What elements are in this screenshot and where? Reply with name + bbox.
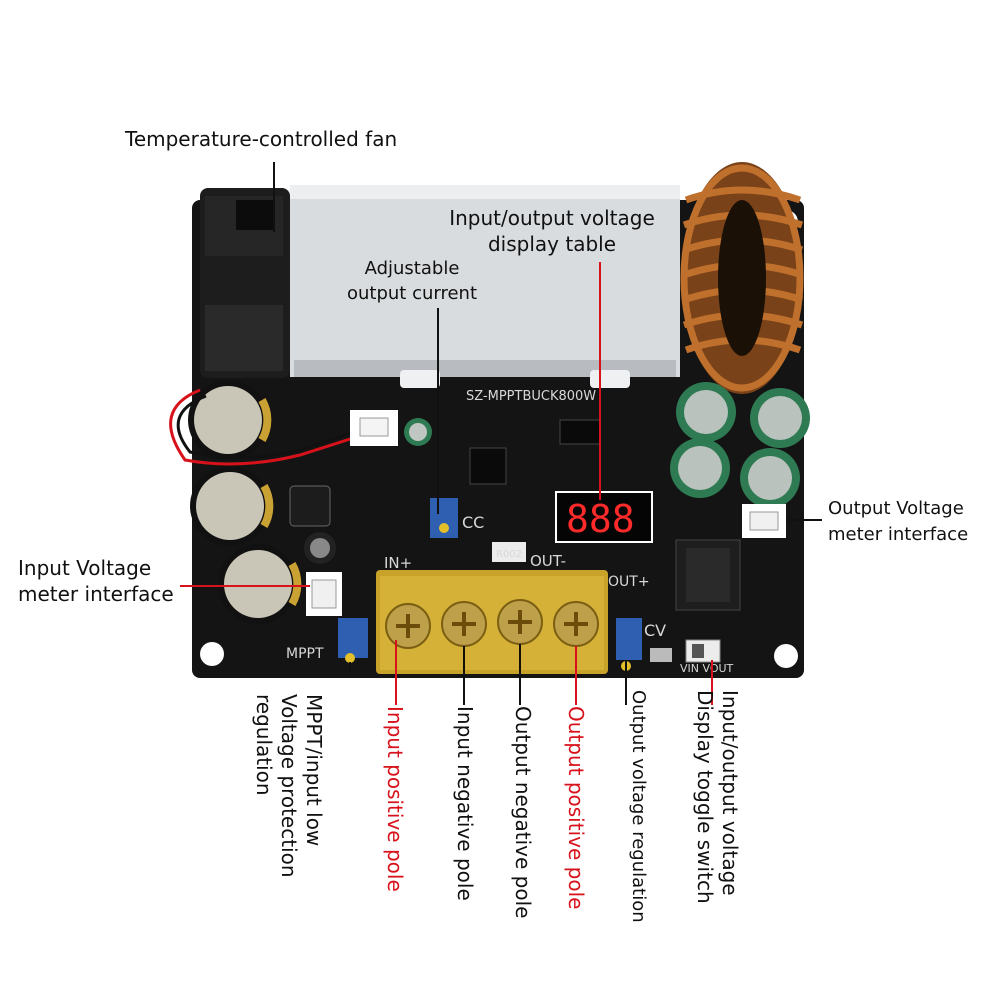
label-input-positive: Input positive pole — [383, 706, 407, 892]
output-capacitor — [676, 382, 736, 442]
label-output-meter: Output Voltage meter interface — [828, 496, 968, 548]
label-display-line1: Input/output voltage — [449, 206, 655, 230]
label-output-negative: Output negative pole — [511, 706, 535, 919]
input-capacitor — [218, 544, 302, 624]
input-capacitor — [190, 466, 274, 546]
label-mppt: MPPT/input low Voltage protection regula… — [246, 694, 326, 878]
out-plus-silkscreen: OUT+ — [608, 574, 650, 590]
label-output-positive: Output positive pole — [564, 706, 588, 910]
label-display-line2: display table — [487, 232, 617, 256]
led-digits: 888 — [566, 497, 635, 541]
label-mppt-line2: Voltage protection — [277, 694, 301, 878]
output-capacitor — [670, 438, 730, 498]
input-capacitor — [188, 380, 272, 460]
cv-silkscreen: CV — [644, 621, 666, 640]
label-input-meter-line2: meter interface — [18, 582, 174, 606]
label-input-negative: Input negative pole — [453, 706, 477, 901]
resistor-code: R002 — [496, 549, 522, 560]
label-input-meter-line1: Input Voltage — [18, 556, 152, 580]
mount-hole — [774, 644, 798, 668]
output-capacitor — [750, 388, 810, 448]
output-capacitor — [740, 448, 800, 508]
mount-hole — [200, 642, 224, 666]
label-current-line1: Adjustable — [364, 258, 460, 279]
label-current: Adjustable output current — [342, 256, 482, 306]
mppt-potentiometer — [338, 618, 368, 658]
fan-wire — [169, 388, 373, 466]
led-display — [555, 491, 653, 543]
label-mppt-line1: MPPT/input low — [302, 694, 326, 847]
in-silkscreen: IN+ — [384, 554, 412, 572]
label-mppt-line3: regulation — [252, 694, 276, 796]
model-silkscreen: SZ-MPPTBUCK800W — [466, 389, 596, 404]
label-output-meter-line1: Output Voltage — [828, 498, 964, 519]
vin-vout-silkscreen: VIN VOUT — [680, 662, 734, 675]
cc-silkscreen: CC — [462, 513, 484, 532]
label-toggle-line2: Display toggle switch — [693, 690, 717, 904]
label-current-line2: output current — [346, 283, 478, 304]
out-silkscreen: OUT- — [530, 552, 566, 570]
voltage-potentiometer — [616, 618, 642, 660]
label-toggle: Input/output voltage Display toggle swit… — [690, 690, 742, 904]
label-output-regulation: Output voltage regulation — [628, 690, 649, 923]
label-display: Input/output voltage display table — [438, 205, 666, 257]
label-fan: Temperature-controlled fan — [125, 127, 398, 151]
fan-wire — [176, 394, 373, 460]
label-input-meter: Input Voltage meter interface — [18, 555, 174, 607]
label-output-meter-line2: meter interface — [828, 524, 969, 545]
label-toggle-line1: Input/output voltage — [718, 690, 742, 896]
heatsink — [290, 185, 680, 377]
mppt-silkscreen: MPPT — [286, 646, 324, 662]
